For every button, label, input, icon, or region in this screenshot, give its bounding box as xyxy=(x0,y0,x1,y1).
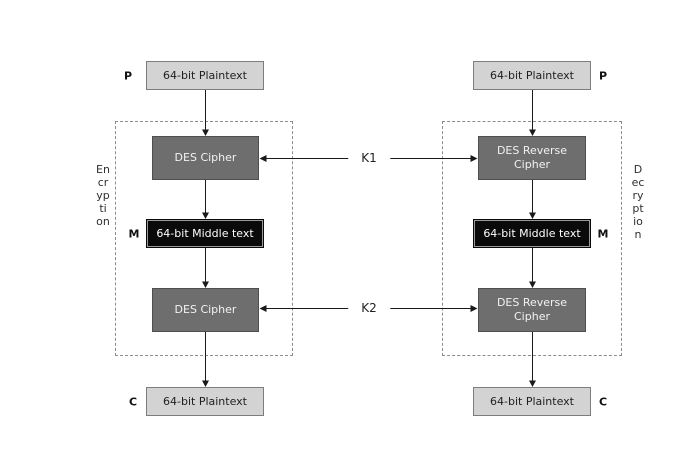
middle-text-box-left: 64-bit Middle text xyxy=(146,219,264,248)
ciphertext-tag-left: C xyxy=(128,395,138,409)
plaintext-tag-left: P xyxy=(123,69,133,83)
middle-tag-right: M xyxy=(597,227,609,241)
encryption-side-label: Encryption xyxy=(96,163,110,228)
key-k2-label: K2 xyxy=(348,300,390,316)
plaintext-tag-right: P xyxy=(598,69,608,83)
key-k1-label: K1 xyxy=(348,150,390,166)
output-box-right: 64-bit Plaintext xyxy=(473,387,591,416)
output-box-left: 64-bit Plaintext xyxy=(146,387,264,416)
des-cipher-top-box-left: DES Cipher xyxy=(152,136,259,180)
middle-text-box-right: 64-bit Middle text xyxy=(473,219,591,248)
decryption-side-label: Decryption xyxy=(631,163,645,241)
encryption-dashed-frame xyxy=(115,121,293,356)
plaintext-input-box-right: 64-bit Plaintext xyxy=(473,61,591,90)
middle-tag-left: M xyxy=(128,227,140,241)
plaintext-input-box-left: 64-bit Plaintext xyxy=(146,61,264,90)
des-reverse-cipher-top-box-right: DES Reverse Cipher xyxy=(478,136,586,180)
ciphertext-tag-right: C xyxy=(598,395,608,409)
des-cipher-bottom-box-left: DES Cipher xyxy=(152,288,259,332)
des-reverse-cipher-bottom-box-right: DES Reverse Cipher xyxy=(478,288,586,332)
